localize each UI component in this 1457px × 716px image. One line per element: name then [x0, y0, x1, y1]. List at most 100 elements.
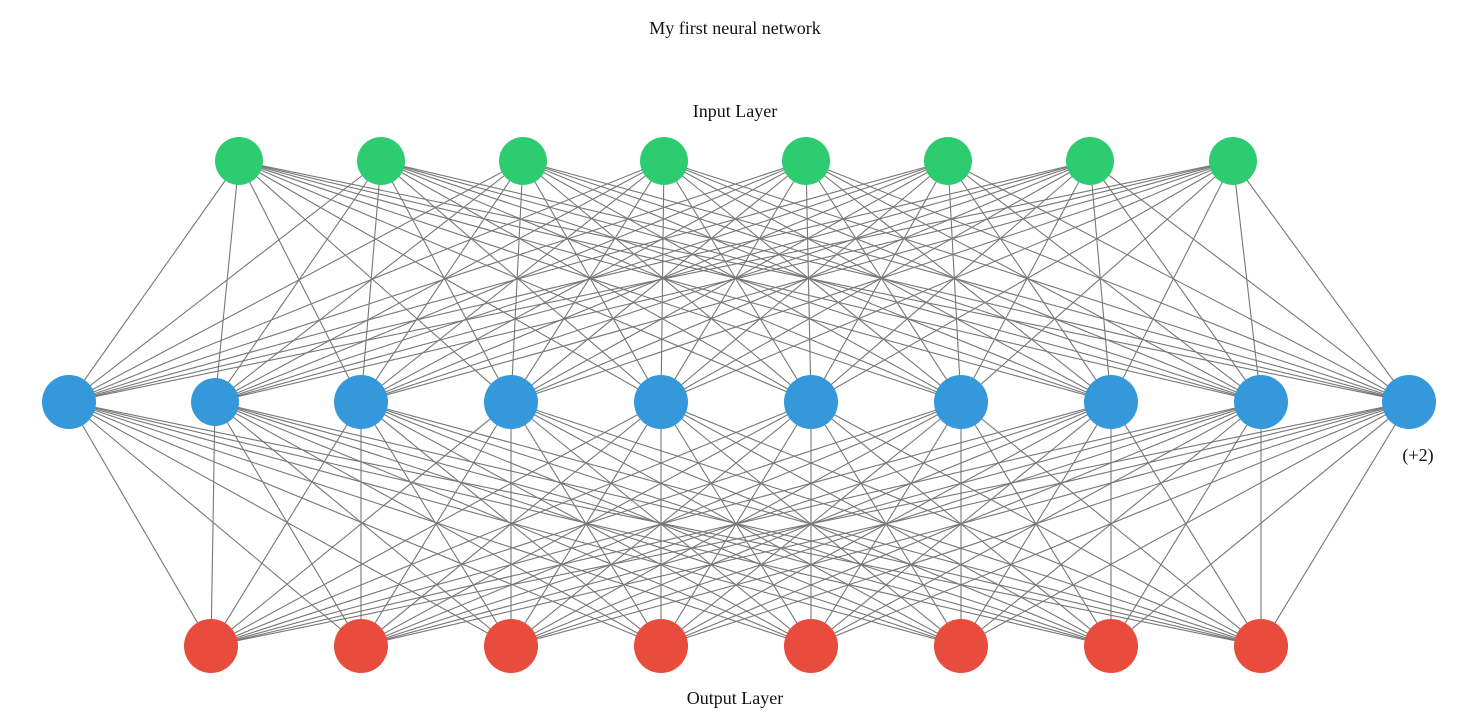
connection-lines: [68, 160, 1410, 647]
connection-line: [960, 160, 1234, 403]
connection-line: [522, 160, 962, 403]
connection-line: [68, 401, 662, 647]
output-node: [484, 619, 538, 673]
connection-line: [947, 160, 1112, 403]
connection-line: [510, 401, 1410, 647]
connection-line: [510, 160, 807, 403]
connection-line: [68, 160, 807, 403]
input-node: [1209, 137, 1257, 185]
diagram-title: My first neural network: [649, 18, 821, 38]
connection-line: [68, 401, 962, 647]
connection-line: [810, 160, 1234, 403]
connection-line: [805, 160, 962, 403]
connection-line: [660, 401, 1410, 647]
connection-line: [210, 401, 512, 647]
output-node: [1234, 619, 1288, 673]
connection-line: [210, 401, 362, 647]
connection-line: [510, 160, 1091, 403]
connection-line: [380, 160, 1410, 403]
hidden-node: [634, 375, 688, 429]
input-node: [357, 137, 405, 185]
connection-line: [238, 160, 1112, 403]
connection-line: [805, 160, 812, 403]
connection-line: [360, 160, 807, 403]
output-node: [184, 619, 238, 673]
input-node: [782, 137, 830, 185]
connection-line: [805, 160, 1262, 403]
hidden-node: [1084, 375, 1138, 429]
connection-line: [810, 401, 1410, 647]
connection-line: [663, 160, 1112, 403]
output-node: [334, 619, 388, 673]
connection-line: [510, 160, 949, 403]
connection-line: [360, 160, 524, 403]
connection-line: [510, 160, 665, 403]
connection-line: [810, 160, 1091, 403]
connection-line: [522, 160, 662, 403]
connection-line: [210, 401, 216, 647]
connection-line: [210, 401, 662, 647]
connection-line: [380, 160, 812, 403]
connection-line: [1089, 160, 1112, 403]
hidden-node: [42, 375, 96, 429]
connection-line: [947, 160, 1410, 403]
connection-line: [214, 160, 1234, 403]
connection-line: [522, 160, 1410, 403]
connection-line: [238, 160, 1410, 403]
connection-line: [360, 160, 1234, 403]
connection-line: [210, 401, 1410, 647]
connection-line: [660, 160, 665, 403]
connection-line: [380, 160, 512, 403]
output-node: [1084, 619, 1138, 673]
input-layer-label: Input Layer: [692, 101, 778, 121]
connection-line: [810, 160, 949, 403]
connection-line: [522, 160, 1112, 403]
connection-line: [68, 160, 1234, 403]
connection-line: [380, 160, 1262, 403]
connection-line: [214, 401, 962, 647]
connection-line: [1232, 160, 1262, 403]
input-node: [640, 137, 688, 185]
connection-line: [68, 160, 665, 403]
connection-line: [522, 160, 812, 403]
connection-line: [805, 160, 1410, 403]
connection-line: [380, 160, 662, 403]
connection-line: [663, 160, 812, 403]
connection-line: [1110, 160, 1234, 403]
output-node: [634, 619, 688, 673]
connection-line: [238, 160, 1262, 403]
connection-line: [68, 401, 812, 647]
input-node: [499, 137, 547, 185]
connection-line: [380, 160, 962, 403]
hidden-node: [191, 378, 239, 426]
connection-line: [68, 160, 382, 403]
connection-line: [214, 160, 240, 403]
hidden-node: [934, 375, 988, 429]
connection-line: [947, 160, 1262, 403]
connection-line: [214, 160, 382, 403]
output-node: [934, 619, 988, 673]
connection-line: [68, 160, 949, 403]
connection-line: [68, 401, 512, 647]
hidden-layer-extra-count: (+2): [1402, 445, 1434, 465]
connection-line: [210, 401, 1262, 647]
hidden-node: [334, 375, 388, 429]
connection-line: [214, 160, 524, 403]
connection-line: [960, 160, 1091, 403]
connection-line: [663, 160, 1262, 403]
input-node: [1066, 137, 1114, 185]
connection-line: [68, 401, 212, 647]
output-layer-label: Output Layer: [686, 688, 784, 708]
connection-line: [522, 160, 1262, 403]
connection-line: [68, 160, 240, 403]
connection-line: [1110, 401, 1410, 647]
input-node: [215, 137, 263, 185]
connection-line: [660, 160, 949, 403]
connection-line: [238, 160, 362, 403]
connection-line: [210, 401, 1112, 647]
output-node: [784, 619, 838, 673]
connection-line: [68, 160, 524, 403]
connection-line: [238, 160, 812, 403]
connection-line: [210, 401, 962, 647]
